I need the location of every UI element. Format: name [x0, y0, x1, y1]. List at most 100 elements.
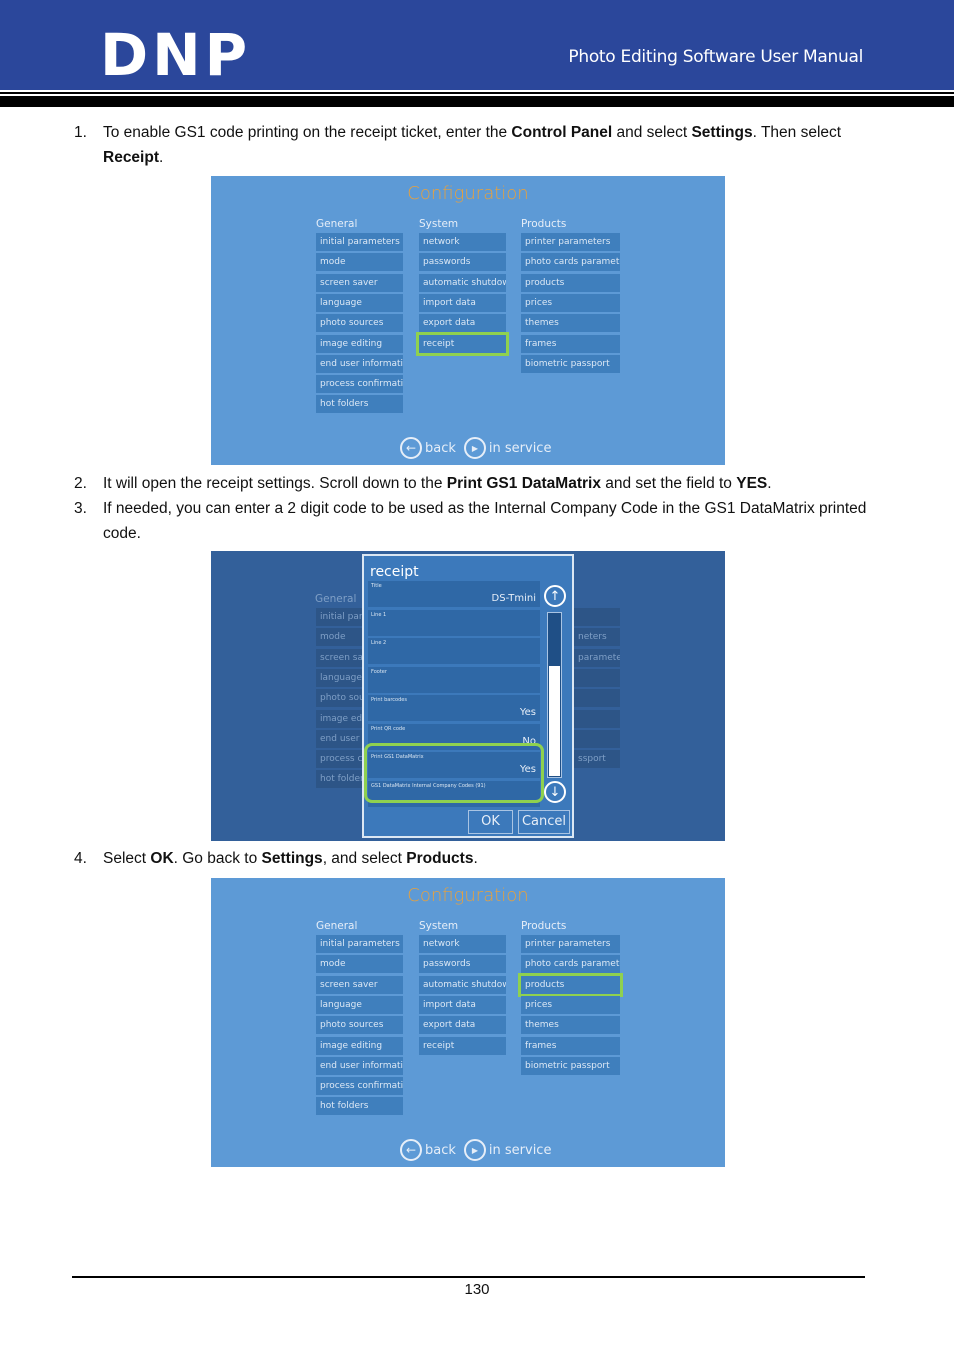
config-item-general[interactable]: hot folders — [316, 1097, 403, 1116]
in-service-link[interactable]: in service — [488, 440, 552, 456]
header-rule-thin — [0, 92, 954, 94]
receipt-dialog-title: receipt — [370, 564, 419, 580]
config-item-general[interactable]: initial parameters — [316, 233, 403, 251]
config-item-products[interactable]: photo cards parameters — [521, 955, 620, 974]
play-icon[interactable]: ▶ — [463, 437, 486, 459]
play-icon[interactable]: ▶ — [463, 1139, 486, 1161]
bottom-navigation: ←back ▶in service — [400, 436, 559, 460]
config-item-general: hot folders — [316, 770, 363, 789]
gs1-highlight — [364, 743, 544, 803]
config-item-general[interactable]: image editing — [316, 1036, 403, 1055]
config-item-system[interactable]: export data — [419, 314, 506, 333]
config-item-system[interactable]: automatic shutdown — [419, 273, 506, 292]
config-item-general[interactable]: language — [316, 995, 403, 1014]
config-item-system[interactable]: import data — [419, 293, 506, 312]
config-item-products[interactable]: biometric passport — [521, 354, 620, 373]
config-item-products[interactable]: products — [521, 273, 620, 292]
products-column-label: Products — [521, 218, 567, 230]
config-item-system[interactable]: export data — [419, 1016, 506, 1035]
receipt-field-label: Print barcodes — [371, 697, 407, 703]
receipt-field-label: Footer — [371, 668, 387, 675]
in-service-link[interactable]: in service — [488, 1142, 552, 1158]
config-item-products[interactable]: printer parameters — [521, 935, 620, 953]
config-item-products: parameters — [574, 648, 620, 667]
config-item-general[interactable]: initial parameters — [316, 935, 403, 953]
config-item-system[interactable]: network — [419, 935, 506, 953]
receipt-field-value[interactable]: Yes — [519, 764, 536, 775]
config-item-general[interactable]: screen saver — [316, 975, 403, 994]
config-item-general: photo sour — [316, 689, 363, 708]
scrollbar-thumb[interactable] — [549, 666, 560, 776]
configuration-title: Configuration — [407, 885, 529, 906]
page-number: 130 — [464, 1281, 490, 1298]
config-item-products[interactable]: prices — [521, 293, 620, 312]
receipt-field[interactable]: Footer — [368, 666, 540, 693]
config-item-general[interactable]: photo sources — [316, 314, 403, 333]
config-item-products[interactable]: photo cards parameters — [521, 253, 620, 272]
config-item-system[interactable]: receipt — [419, 1036, 506, 1055]
config-item-products[interactable]: frames — [521, 334, 620, 353]
back-link[interactable]: back — [425, 1142, 456, 1158]
config-item-general[interactable]: language — [316, 293, 403, 312]
step-2: 2. It will open the receipt settings. Sc… — [74, 471, 874, 496]
config-item-general[interactable]: mode — [316, 253, 403, 272]
step-text: To enable GS1 code printing on the recei… — [103, 124, 842, 166]
config-item-general: image editi — [316, 709, 363, 728]
config-item-general[interactable]: mode — [316, 955, 403, 974]
scroll-down-icon[interactable]: ↓ — [544, 781, 566, 803]
config-item-general[interactable]: screen saver — [316, 273, 403, 292]
config-item-general[interactable]: process confirmation — [316, 375, 403, 394]
step-number: 2. — [74, 475, 87, 492]
config-item-system[interactable]: network — [419, 233, 506, 251]
footer-rule — [72, 1276, 865, 1278]
config-item-system[interactable]: passwords — [419, 253, 506, 272]
config-item-products[interactable]: products — [518, 972, 623, 997]
config-item-system[interactable]: receipt — [416, 331, 509, 356]
config-item-general[interactable]: end user information — [316, 1056, 403, 1075]
config-item-general[interactable]: photo sources — [316, 1016, 403, 1035]
back-arrow-icon[interactable]: ← — [400, 1139, 422, 1161]
config-item-system[interactable]: passwords — [419, 955, 506, 974]
config-item-system[interactable]: automatic shutdown — [419, 975, 506, 994]
scrollbar[interactable] — [547, 612, 562, 778]
config-item-general[interactable]: end user information — [316, 354, 403, 373]
step-text: It will open the receipt settings. Scrol… — [103, 475, 772, 492]
back-arrow-icon[interactable]: ← — [400, 437, 422, 459]
dnp-logo: DNP — [100, 27, 247, 81]
config-item-general[interactable]: image editing — [316, 334, 403, 353]
config-item-products — [574, 709, 620, 728]
cancel-button[interactable]: Cancel — [518, 810, 570, 834]
scroll-up-icon[interactable]: ↑ — [544, 585, 566, 607]
config-item-products[interactable]: themes — [521, 314, 620, 333]
step-number: 1. — [74, 124, 87, 141]
config-item-products[interactable]: printer parameters — [521, 233, 620, 251]
config-item-products: neters — [574, 628, 620, 647]
receipt-field-label: Line 2 — [371, 640, 387, 646]
receipt-field[interactable]: Line 1 — [368, 609, 540, 636]
back-link[interactable]: back — [425, 440, 456, 456]
config-item-products[interactable]: biometric passport — [521, 1056, 620, 1075]
step-4: 4. Select OK. Go back to Settings, and s… — [74, 846, 874, 871]
receipt-field-value[interactable]: No — [522, 735, 536, 747]
config-item-system[interactable]: import data — [419, 995, 506, 1014]
receipt-field-label: Print QR code — [371, 725, 406, 732]
step-1: 1. To enable GS1 code printing on the re… — [74, 120, 874, 170]
receipt-field-value[interactable]: Yes — [519, 707, 536, 718]
config-item-general[interactable]: hot folders — [316, 395, 403, 414]
config-item-products — [574, 668, 620, 687]
receipt-field-value[interactable]: DS-Tmini — [491, 593, 536, 604]
config-item-products[interactable]: frames — [521, 1036, 620, 1055]
config-item-products[interactable]: themes — [521, 1016, 620, 1035]
document-title: Photo Editing Software User Manual — [568, 47, 863, 67]
step-text: If needed, you can enter a 2 digit code … — [103, 500, 867, 542]
config-item-products[interactable]: prices — [521, 995, 620, 1014]
config-item-products — [574, 729, 620, 748]
config-item-products: ssport — [574, 750, 620, 769]
ok-button[interactable]: OK — [468, 810, 513, 834]
receipt-field[interactable]: Line 2 — [368, 638, 540, 664]
config-item-general[interactable]: process confirmation — [316, 1077, 403, 1096]
